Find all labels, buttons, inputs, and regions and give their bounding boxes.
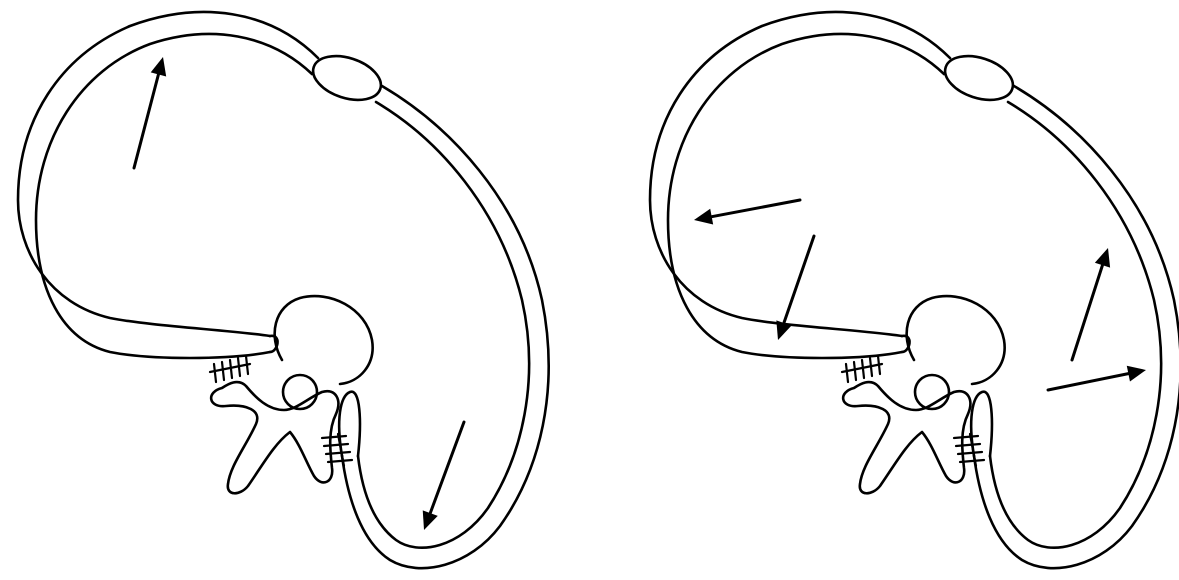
stitch-mark: [860, 358, 866, 380]
body-wall-outer: [648, 10, 1179, 570]
direction-arrow: [1070, 248, 1111, 362]
head-outline: [273, 294, 374, 386]
arrow-shaft: [1046, 372, 1130, 392]
stitch-mark: [958, 458, 986, 464]
arrow-shaft: [428, 420, 466, 515]
direction-arrow: [1046, 365, 1146, 392]
head-outline: [905, 294, 1006, 386]
direction-arrow: [132, 57, 167, 170]
tube-end-cap: [268, 334, 279, 354]
body-wall-outer: [16, 10, 550, 570]
arrow-head: [150, 57, 167, 77]
stitch-mark: [952, 434, 980, 440]
stitch-line: [968, 432, 978, 468]
stitch-mark: [956, 450, 984, 456]
body-band-oval: [311, 54, 383, 102]
arrow-shaft: [1070, 263, 1104, 362]
direction-arrow: [694, 198, 802, 225]
arrow-head: [422, 510, 438, 530]
stitch-mark: [322, 442, 350, 448]
stitch-mark: [220, 360, 226, 382]
body-band-oval: [943, 54, 1015, 102]
direction-arrow: [776, 234, 816, 340]
stitch-line: [208, 362, 252, 374]
direction-arrow: [422, 420, 466, 530]
stitch-mark: [954, 442, 982, 448]
branching-appendage: [841, 380, 972, 495]
stitch-marks-right: [320, 432, 354, 468]
arrow-head: [1126, 365, 1146, 382]
stitch-marks-left: [840, 354, 884, 384]
stitch-marks-left: [208, 354, 252, 384]
stitch-mark: [852, 360, 858, 382]
diagram-panel-right: [648, 10, 1179, 570]
stitch-line: [840, 362, 884, 374]
arrow-shaft: [782, 234, 816, 325]
tube-end-right: [969, 390, 994, 458]
arrow-shaft: [132, 72, 160, 170]
body-wall-inner: [34, 32, 531, 549]
stitch-mark: [228, 358, 234, 380]
stitch-mark: [326, 458, 354, 464]
stitch-line: [336, 432, 346, 468]
tube-end-right: [337, 390, 362, 458]
stitch-mark: [320, 434, 348, 440]
stitch-mark: [844, 362, 850, 384]
arrow-shaft: [710, 198, 802, 219]
body-wall-inner: [666, 32, 1163, 549]
diagram-panel-left: [16, 10, 550, 570]
arrow-head: [776, 320, 792, 340]
branching-appendage: [209, 380, 340, 495]
tube-end-cap: [900, 334, 911, 354]
arrow-head: [694, 208, 714, 225]
arrow-head: [1094, 248, 1111, 268]
stitch-mark: [324, 450, 352, 456]
stitch-marks-right: [952, 432, 986, 468]
stitch-mark: [212, 362, 218, 384]
